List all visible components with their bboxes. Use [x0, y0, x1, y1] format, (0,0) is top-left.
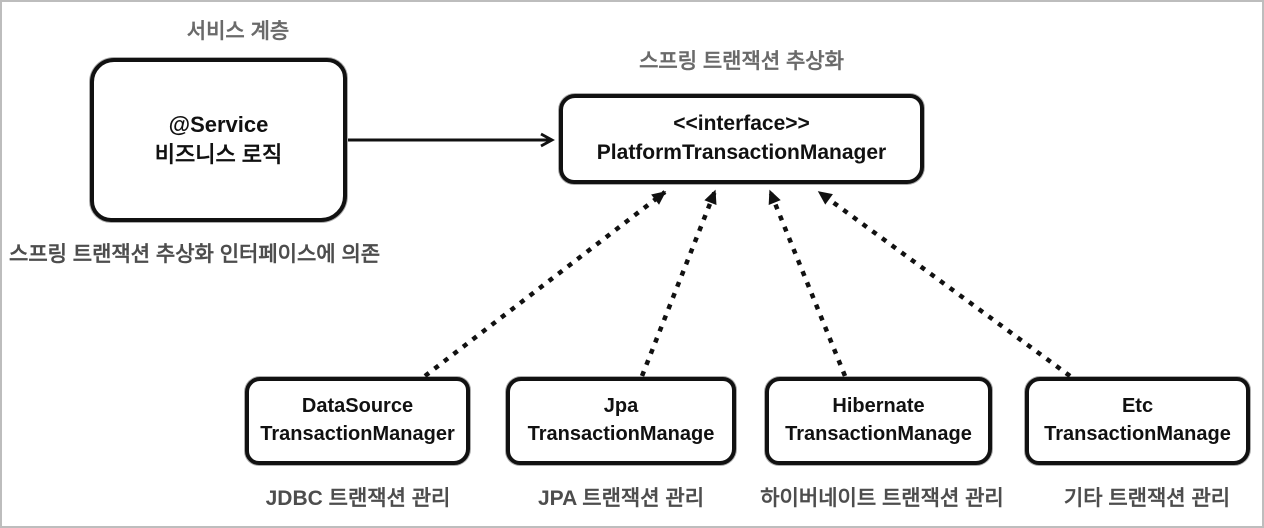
- service-layer-label: 서비스 계층: [186, 20, 290, 43]
- jpa-node-line2: TransactionManage: [527, 423, 715, 445]
- hibernate-impl-dependency-arrow: [767, 189, 848, 377]
- hibernate-tx-caption: 하이버네이트 트랜잭션 관리: [760, 487, 1004, 510]
- etc-impl-dependency-arrow: [817, 190, 1072, 378]
- interface-stereotype: <<interface>>: [673, 112, 810, 136]
- etc-node-line2: TransactionManage: [1044, 423, 1231, 445]
- etc-node-line1: Etc: [1121, 395, 1154, 418]
- service-node-annotation: @Service: [168, 111, 269, 137]
- jdbc-tx-caption: JDBC 트랜잭션 관리: [265, 487, 451, 510]
- spring-tx-abstraction-label: 스프링 트랜잭션 추상화: [639, 50, 844, 73]
- etc-transaction-manager-node: Etc TransactionManage: [1025, 377, 1250, 465]
- datasource-node-line1: DataSource: [301, 395, 414, 418]
- hibernate-transaction-manager-node: Hibernate TransactionManage: [765, 377, 992, 465]
- service-node: @Service 비즈니스 로직: [90, 58, 347, 222]
- jpa-node-line1: Jpa: [603, 395, 639, 418]
- jdbc-impl-dependency-arrow: [423, 190, 667, 378]
- interface-name: PlatformTransactionManager: [596, 141, 887, 164]
- depends-on-interface-label: 스프링 트랜잭션 추상화 인터페이스에 의존: [9, 243, 381, 266]
- service-node-description: 비즈니스 로직: [154, 142, 283, 167]
- platform-transaction-manager-node: <<interface>> PlatformTransactionManager: [559, 94, 924, 184]
- jpa-transaction-manager-node: Jpa TransactionManage: [506, 377, 736, 465]
- hibernate-node-line2: TransactionManage: [785, 423, 972, 445]
- jpa-tx-caption: JPA 트랜잭션 관리: [537, 487, 705, 510]
- jpa-impl-dependency-arrow: [639, 189, 718, 377]
- datasource-node-line2: TransactionManager: [260, 423, 455, 445]
- datasource-transaction-manager-node: DataSource TransactionManager: [245, 377, 470, 465]
- etc-tx-caption: 기타 트랜잭션 관리: [1063, 487, 1231, 510]
- hibernate-node-line1: Hibernate: [832, 395, 925, 418]
